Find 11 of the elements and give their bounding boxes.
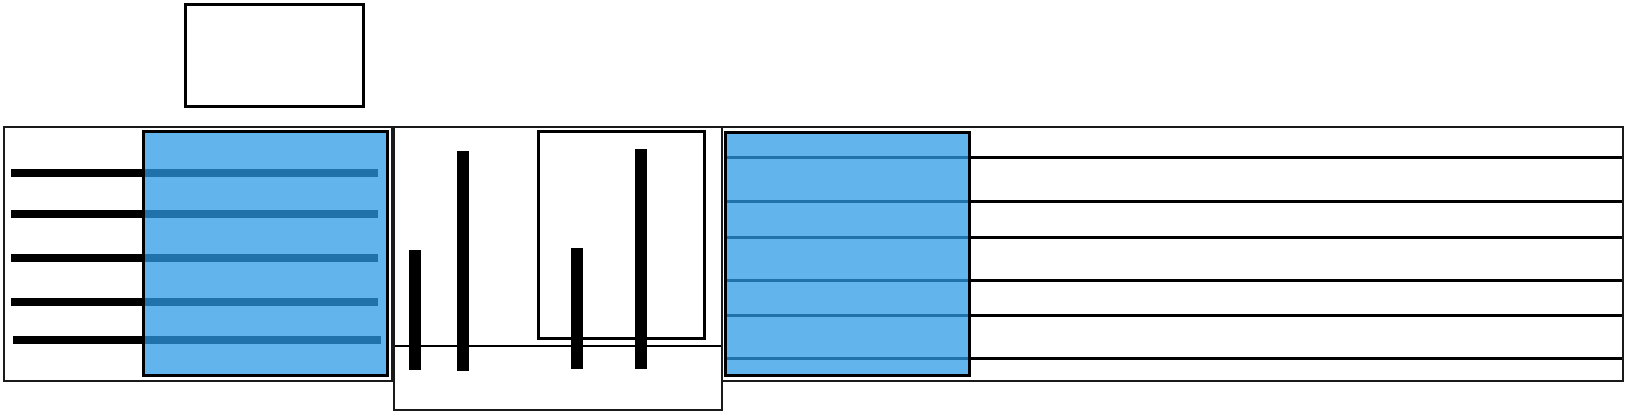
vertical-bar bbox=[635, 149, 647, 369]
outline-frame bbox=[393, 126, 723, 411]
vertical-bar bbox=[409, 250, 421, 370]
vertical-bar bbox=[571, 248, 583, 369]
shaded-panel bbox=[724, 131, 971, 377]
shaded-panel bbox=[142, 130, 389, 377]
outline-frame bbox=[721, 126, 1624, 382]
vertical-bar bbox=[457, 151, 469, 371]
outline-frame bbox=[3, 126, 393, 382]
empty-box bbox=[184, 3, 365, 108]
empty-box bbox=[537, 130, 706, 340]
